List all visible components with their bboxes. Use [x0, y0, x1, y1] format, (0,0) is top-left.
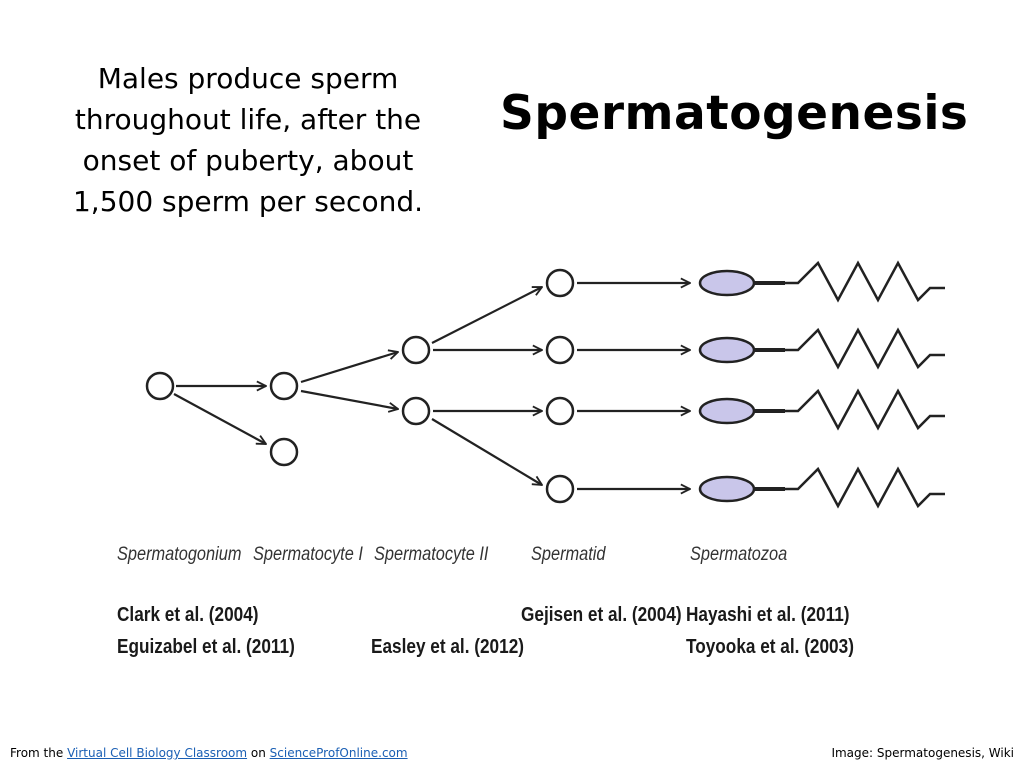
arrow	[300, 389, 398, 409]
page-title: Spermatogenesis	[500, 86, 969, 141]
reference: Hayashi et al. (2011)	[686, 604, 850, 626]
stage-label-spermatid: Spermatid	[531, 544, 606, 565]
arrow	[300, 352, 398, 384]
stage-label-spermatogonium: Spermatogonium	[117, 544, 242, 565]
spermatocyte-ii-cell	[401, 396, 431, 426]
stage-label-spermatocyte-ii: Spermatocyte II	[374, 544, 489, 565]
arrow	[173, 393, 266, 444]
spermatogonium-cell	[145, 371, 175, 401]
spermatid-cell	[545, 474, 575, 504]
spermatogonium-daughter-cell	[269, 437, 299, 467]
spermatid-cell	[545, 268, 575, 298]
spermatocyte-i-cell	[269, 371, 299, 401]
reference: Gejisen et al. (2004)	[521, 604, 682, 626]
stage-label-spermatocyte-i: Spermatocyte I	[253, 544, 363, 565]
scienceprofonline-link[interactable]: ScienceProfOnline.com	[269, 746, 408, 760]
spermatocyte-ii-cell	[401, 335, 431, 365]
reference: Easley et al. (2012)	[371, 636, 524, 658]
intro-text: Males produce sperm throughout life, aft…	[72, 62, 423, 218]
spermatid-cell	[545, 396, 575, 426]
footer-from-text: From the	[10, 746, 68, 760]
reference: Eguizabel et al. (2011)	[117, 636, 295, 658]
arrow	[431, 418, 542, 485]
reference: Toyooka et al. (2003)	[686, 636, 854, 658]
spermatozoon	[698, 466, 945, 509]
spermatozoon	[698, 327, 945, 370]
spermatozoon	[698, 260, 945, 303]
image-credit: Image: Spermatogenesis, Wiki	[831, 746, 1014, 760]
footer-on-text: on	[247, 746, 270, 760]
virtual-cell-biology-link[interactable]: Virtual Cell Biology Classroom	[67, 746, 248, 760]
arrow	[431, 286, 542, 344]
reference: Clark et al. (2004)	[117, 604, 259, 626]
stage-label-spermatozoa: Spermatozoa	[690, 544, 788, 565]
spermatozoon	[698, 388, 945, 431]
spermatid-cell	[545, 335, 575, 365]
footer-source: From the Virtual Cell Biology Classroom …	[10, 746, 408, 760]
